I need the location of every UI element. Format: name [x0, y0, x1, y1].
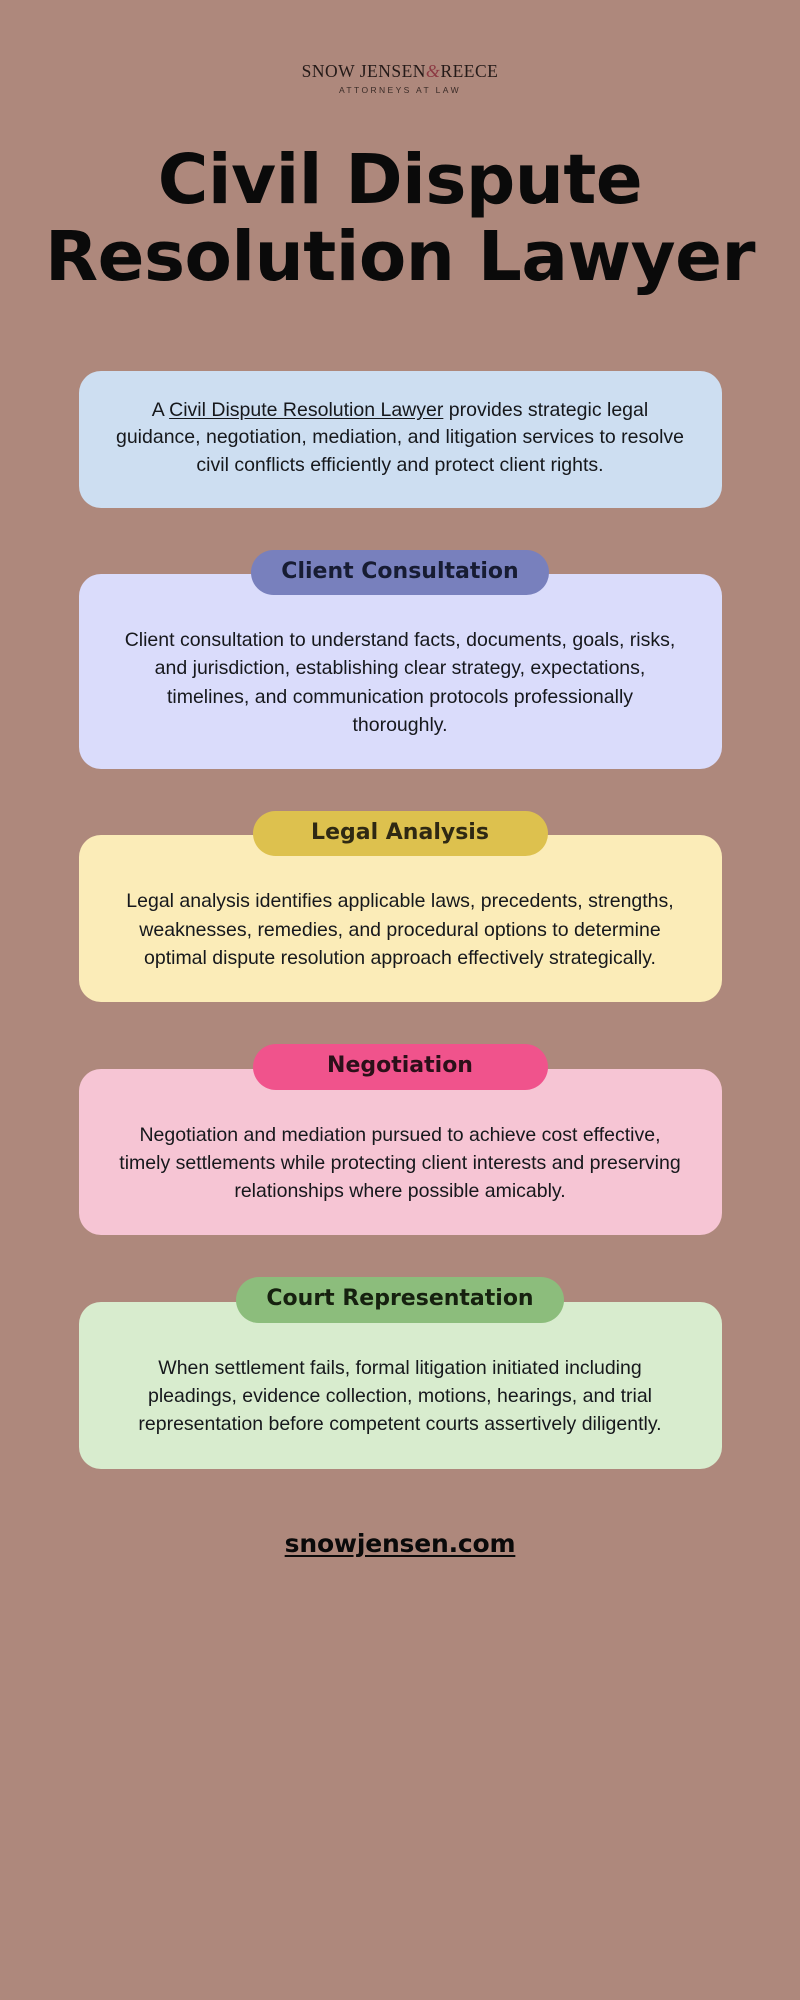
firm-logo-name: SNOW JENSEN&REECE — [302, 62, 499, 81]
section-legal-analysis: Legal Analysis Legal analysis identifies… — [78, 811, 722, 1003]
intro-lead-text: A — [151, 398, 170, 421]
page-title-line-1: Civil Dispute — [157, 140, 643, 220]
firm-logo-name-primary: SNOW JENSEN — [301, 61, 426, 81]
section-court-representation: Court Representation When settlement fai… — [78, 1277, 722, 1469]
section-heading-negotiation: Negotiation — [252, 1044, 548, 1090]
section-body-court-representation: When settlement fails, formal litigation… — [78, 1301, 722, 1469]
section-heading-client-consultation: Client Consultation — [251, 549, 549, 595]
firm-logo-name-secondary: REECE — [440, 61, 499, 81]
section-body-legal-analysis: Legal analysis identifies applicable law… — [78, 835, 722, 1003]
section-body-negotiation: Negotiation and mediation pursued to ach… — [78, 1068, 722, 1236]
page-title-line-2: Resolution Lawyer — [45, 217, 755, 298]
section-heading-court-representation: Court Representation — [236, 1277, 564, 1323]
ampersand-icon: & — [425, 61, 441, 81]
intro-highlight-term: Civil Dispute Resolution Lawyer — [169, 398, 444, 421]
section-body-client-consultation: Client consultation to understand facts,… — [78, 573, 722, 770]
intro-card: A Civil Dispute Resolution Lawyer provid… — [78, 370, 722, 508]
firm-logo-tagline: ATTORNEYS AT LAW — [338, 84, 461, 95]
page-title: Civil Dispute Resolution Lawyer — [40, 140, 760, 298]
section-client-consultation: Client Consultation Client consultation … — [78, 549, 722, 770]
section-negotiation: Negotiation Negotiation and mediation pu… — [78, 1044, 722, 1236]
firm-logo: SNOW JENSEN&REECE ATTORNEYS AT LAW — [302, 62, 499, 94]
footer-website-link[interactable]: snowjensen.com — [284, 1528, 516, 1558]
intro-rest-text: provides strategic legal guidance, negot… — [115, 398, 684, 476]
section-heading-legal-analysis: Legal Analysis — [252, 811, 548, 857]
